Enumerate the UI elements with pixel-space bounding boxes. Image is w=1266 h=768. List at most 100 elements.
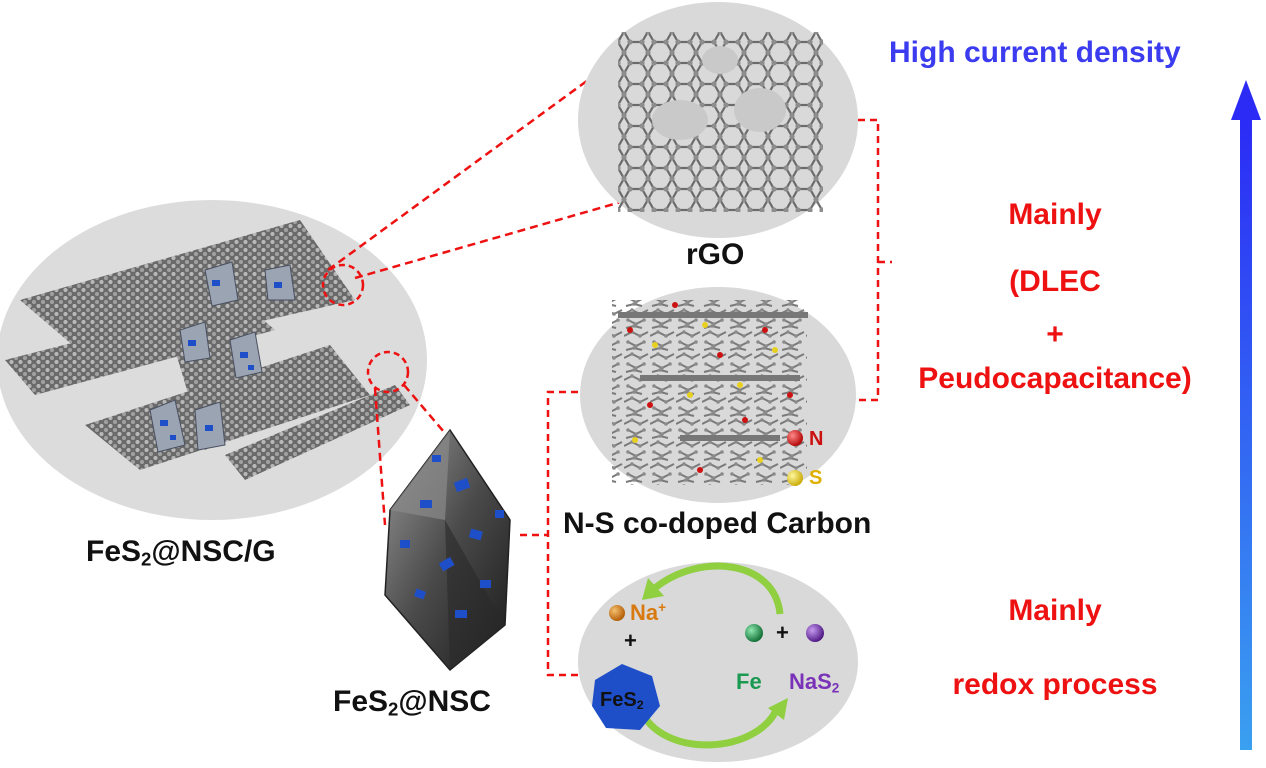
octahedral-crystal-icon <box>384 428 511 672</box>
fes2-nanoparticle <box>160 420 168 426</box>
fes2-nanoparticle <box>432 455 441 462</box>
fes2-nanoparticle <box>212 280 220 286</box>
brackets <box>520 118 892 677</box>
composite-g-suffix: @NSC/G <box>151 535 276 568</box>
composite-label: FeS2@NSC <box>333 685 491 721</box>
fe-product-label: Fe <box>736 669 762 694</box>
n-atom <box>647 402 653 408</box>
upper-mechanism-line4: Peudocapacitance) <box>918 362 1192 395</box>
n-atom <box>787 392 793 398</box>
graphene-sheet <box>225 385 410 480</box>
fes2-polyhedron <box>592 664 660 730</box>
graphene-sheet <box>120 260 215 310</box>
composite-suffix: @NSC <box>398 685 491 718</box>
composite-g-label: FeS2@NSC/G <box>86 535 276 571</box>
n-atom <box>742 417 748 423</box>
crystal-particles <box>400 455 504 618</box>
nas2-prefix: NaS <box>789 669 832 694</box>
n-atom <box>762 327 768 333</box>
fes2-sub: 2 <box>636 698 644 713</box>
composite-prefix: FeS <box>333 685 389 718</box>
lattice-vacancy <box>702 46 738 74</box>
upper-mechanism-line3: + <box>1046 318 1064 351</box>
fes2-nanoparticle <box>274 282 282 288</box>
legend-n-label: N <box>809 428 824 450</box>
s-atom <box>757 457 763 463</box>
lattice-vacancy <box>652 100 708 140</box>
plus-sign-right: + <box>776 620 789 645</box>
fes2-nanoparticle <box>453 477 471 493</box>
na-ion-label: Na+ <box>630 600 666 626</box>
graphene-sheet <box>160 275 265 450</box>
s-atom <box>737 382 743 388</box>
bracket-left <box>546 390 578 677</box>
connector-line <box>373 387 387 526</box>
composite-g-prefix: FeS <box>86 535 142 568</box>
embedded-crystal <box>204 261 239 307</box>
fes2-reactant-label: FeS2 <box>600 689 644 712</box>
ns-carbon-label: N-S co-doped Carbon <box>563 507 872 540</box>
crystal-facet <box>445 520 505 670</box>
fes2-nanoparticle <box>420 500 432 508</box>
reaction-illustration <box>578 562 858 762</box>
fes2-nanoparticle <box>205 425 213 431</box>
upper-mechanism-line1: Mainly <box>1008 198 1102 231</box>
lattice-vacancy <box>734 88 786 132</box>
doped-carbon-network <box>612 300 807 485</box>
lower-mechanism-line1: Mainly <box>1008 594 1102 627</box>
ns-carbon-illustration <box>580 287 856 503</box>
fes2-nanoparticle <box>240 352 248 358</box>
graphene-sheets <box>5 220 410 480</box>
lower-mechanism-line2: redox process <box>952 668 1158 701</box>
nas2-sub: 2 <box>831 680 840 696</box>
cycle-arrowhead <box>642 578 664 600</box>
cycle-arrowhead <box>768 698 788 720</box>
zoom-circle-rgo <box>321 263 365 307</box>
s-atom <box>772 347 778 353</box>
fes2-nanoparticle <box>468 528 483 541</box>
rgo-label: rGO <box>686 238 745 271</box>
bracket-upper <box>858 118 880 402</box>
nas2-product-label: NaS2 <box>789 669 839 695</box>
carbon-strand <box>618 312 808 318</box>
high-current-density-label: High current density <box>889 36 1181 69</box>
n-atom <box>717 352 723 358</box>
fes2-nanoparticle <box>495 510 504 518</box>
legend-n-ball <box>787 430 803 446</box>
fes2-nanoparticle <box>480 580 491 588</box>
dopant-atoms <box>627 302 793 473</box>
current-density-arrow <box>1231 80 1261 750</box>
composite-g-illustration <box>0 200 427 520</box>
fes2-nanoparticle <box>438 557 455 572</box>
up-arrow-icon <box>1231 80 1261 120</box>
fes2-nanoparticle <box>248 365 254 370</box>
crystal-facet <box>390 430 450 520</box>
s-atom <box>702 322 708 328</box>
arrow-shaft <box>1240 118 1252 750</box>
reaction-background <box>578 562 858 762</box>
legend-s-ball <box>787 470 803 486</box>
s-atom <box>652 342 658 348</box>
cycle-arrow-top <box>652 562 784 615</box>
s-atom <box>632 437 638 443</box>
fes2-prefix: FeS <box>600 689 637 711</box>
zoom-circle-crystal <box>366 350 410 394</box>
embedded-crystals <box>149 261 296 453</box>
fes2-nanoparticle <box>188 340 196 346</box>
na-text: Na <box>630 600 659 626</box>
carbon-strand <box>680 435 780 441</box>
composite-sub: 2 <box>388 698 399 720</box>
s-atom <box>687 392 693 398</box>
connector-line <box>327 73 596 272</box>
fe-atom <box>745 624 763 642</box>
fes2-nanoparticle <box>400 540 410 548</box>
na-atom <box>609 605 625 621</box>
upper-mechanism-line2: (DLEC <box>1009 265 1101 298</box>
connector-line <box>354 198 629 280</box>
n-atom <box>672 302 678 308</box>
n-atom <box>627 327 633 333</box>
nas2-atom <box>806 624 824 642</box>
fes2-nanoparticle <box>413 588 427 600</box>
rgo-illustration <box>578 2 858 238</box>
